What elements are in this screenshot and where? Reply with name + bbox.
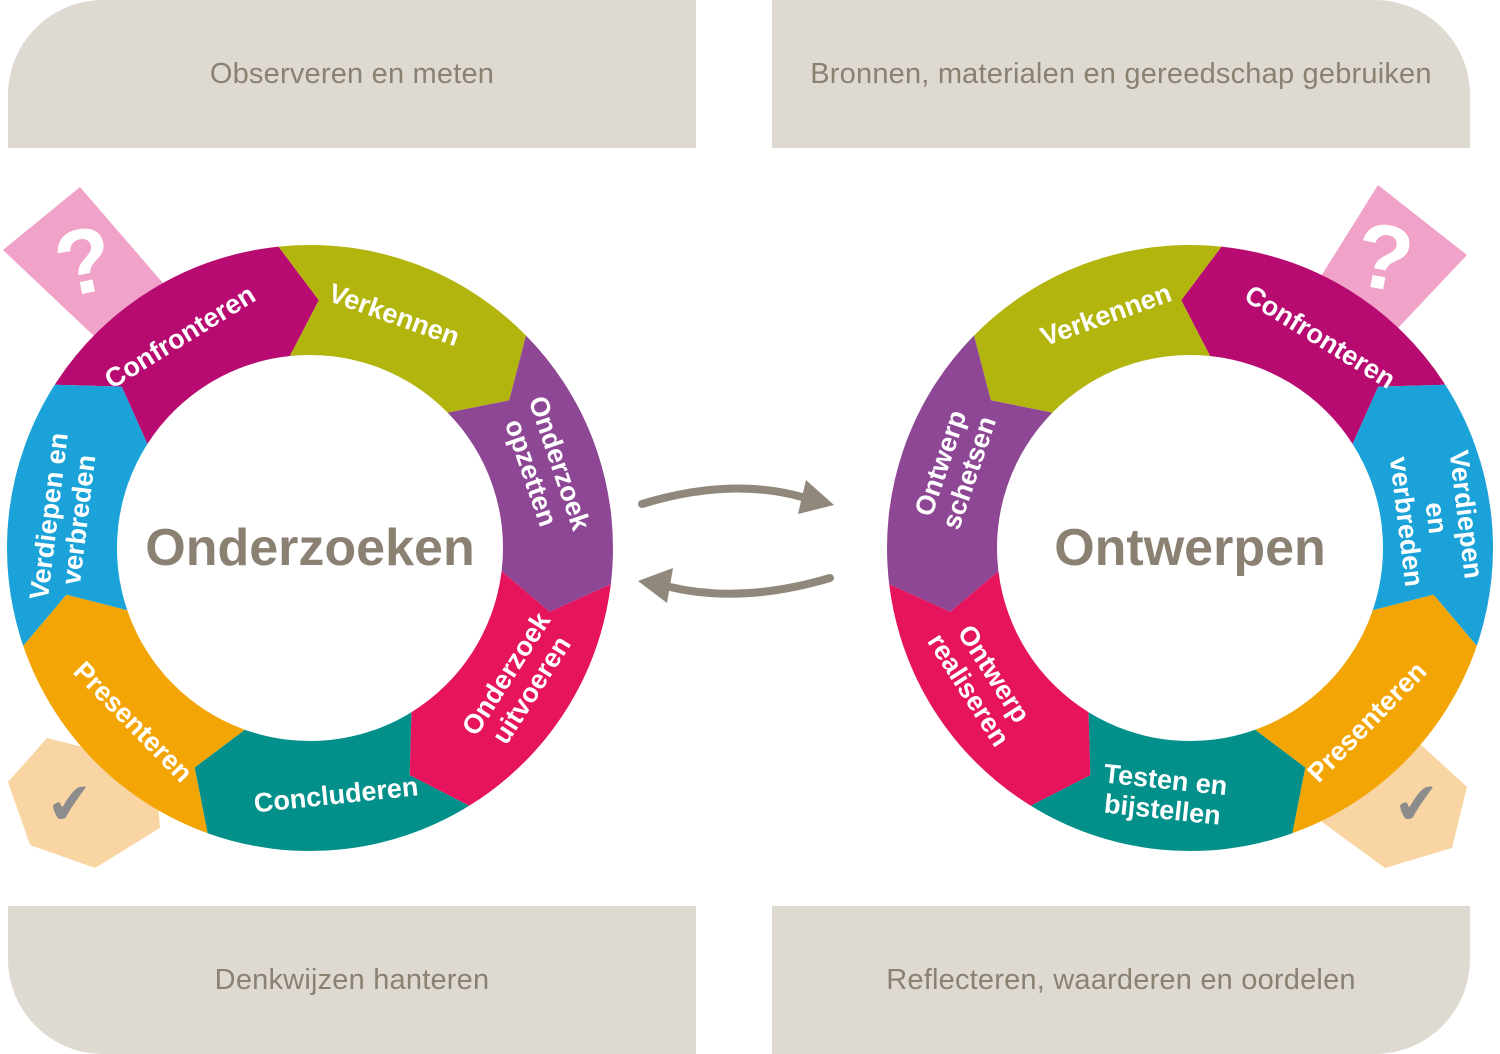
segment-onderzoek-opzetten <box>447 335 613 612</box>
segment-presenteren <box>1255 594 1477 834</box>
segment-ontwerp-realiseren <box>889 571 1091 806</box>
checkmark-icon: ✔ <box>43 770 97 839</box>
segment-verkennen <box>974 244 1222 413</box>
exchange-arrows <box>638 480 834 603</box>
banner-reflecteren-waarderen: Reflecteren, waarderen en oordelen <box>772 906 1470 1054</box>
segment-confronteren <box>54 246 319 444</box>
segment-presenteren <box>23 594 245 834</box>
segment-testen-en-bijstellen <box>1030 712 1306 852</box>
segment-onderzoek-uitvoeren <box>409 571 611 806</box>
cycle-title-onderzoeken: Onderzoeken <box>145 519 475 577</box>
swap-arrow-right-shaft <box>638 484 806 508</box>
segment-concluderen <box>194 712 470 852</box>
segment-label-verdiepen-en-verbreden: Verdiepen en verbreden <box>1383 448 1489 589</box>
cycle-title-ontwerpen: Ontwerpen <box>1054 519 1326 577</box>
segment-verkennen <box>278 244 526 413</box>
segment-label-testen-en-bijstellen: Testen en bijstellen <box>1102 758 1230 831</box>
swap-arrow-left-head <box>638 568 673 603</box>
banner-denkwijzen-hanteren: Denkwijzen hanteren <box>8 906 696 1054</box>
banner-observeren-en-meten: Observeren en meten <box>8 0 696 148</box>
segment-confronteren <box>1181 246 1446 444</box>
ring-layer <box>6 244 1494 852</box>
swap-arrow-right-head <box>798 480 834 514</box>
segment-ontwerp-schetsen <box>887 335 1053 612</box>
segment-verdiepen-en-verbreden <box>1352 384 1494 646</box>
swap-arrow-left-shaft <box>666 574 834 598</box>
segment-verdiepen-en-verbreden <box>6 384 148 646</box>
checkmark-icon: ✔ <box>1390 770 1444 839</box>
banner-bronnen-materialen: Bronnen, materialen en gereedschap gebru… <box>772 0 1470 148</box>
